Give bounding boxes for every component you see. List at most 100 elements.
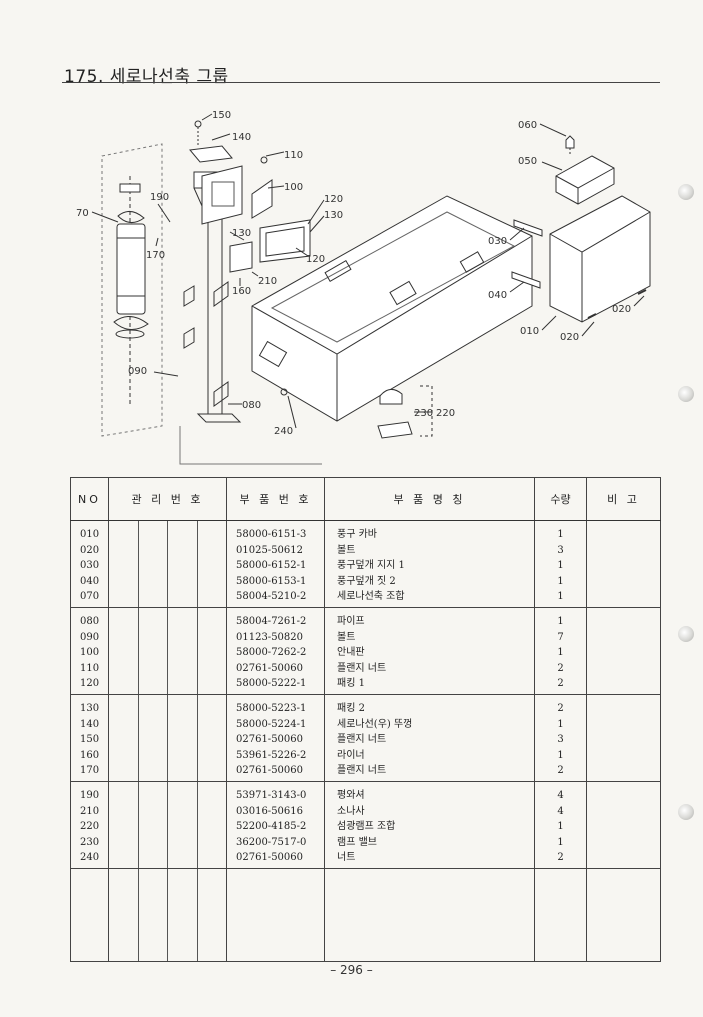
callout-210: 210 xyxy=(258,276,277,287)
qty-cell: 3 xyxy=(557,734,564,745)
callout-060: 060 xyxy=(518,120,537,131)
callout-080: 080 xyxy=(242,400,261,411)
part-no-cell: 100 xyxy=(80,647,100,658)
table-row-group: 130 140 150 160 170 58000-5223-1 58000-5… xyxy=(70,694,661,782)
qty-cell: 4 xyxy=(557,805,564,817)
callout-130: 130 xyxy=(324,210,343,221)
part-number-cell: 03016-50616 xyxy=(236,805,304,817)
callout-100: 100 xyxy=(284,182,303,193)
qty-cell: 1 xyxy=(557,718,564,730)
callout-70: 70 xyxy=(76,208,89,219)
part-no-cell: 240 xyxy=(80,852,100,863)
part-name-cell: 소나사 xyxy=(337,805,365,817)
part-no-cell: 130 xyxy=(80,703,100,714)
table-row-group: 080 090 100 110 120 58004-7261-2 01123-5… xyxy=(70,607,661,695)
part-no-cell: 040 xyxy=(80,575,100,587)
exploded-view-diagram: 150 140 110 100 120 130 190 70 130 170 2… xyxy=(62,96,662,471)
part-number-cell: 52200-4185-2 xyxy=(236,821,307,832)
part-name-cell: 라이너 xyxy=(337,749,365,761)
callout-050: 050 xyxy=(518,156,537,167)
part-name-cell: 볼트 xyxy=(337,631,356,643)
qty-cell: 1 xyxy=(557,529,564,540)
callout-110: 110 xyxy=(284,150,303,161)
part-no-cell: 080 xyxy=(80,616,100,627)
part-name-cell: 볼트 xyxy=(337,544,356,556)
part-name-cell: 플랜지 너트 xyxy=(337,662,387,674)
binder-hole-icon xyxy=(678,184,694,200)
qty-cell: 1 xyxy=(557,821,564,832)
part-name-cell: 패킹 1 xyxy=(337,678,365,689)
part-no-cell: 210 xyxy=(80,805,100,817)
part-no-cell: 110 xyxy=(80,662,100,674)
part-name-cell: 너트 xyxy=(337,852,356,863)
mgmt-subcolumns xyxy=(109,695,226,781)
title-underline xyxy=(62,82,660,83)
callout-230: 230 xyxy=(414,408,433,419)
part-name-cell: 플랜지 너트 xyxy=(337,765,387,776)
blank-cell xyxy=(226,868,325,962)
header-mgmt-no: 관 리 번 호 xyxy=(108,477,227,521)
blank-cell xyxy=(586,868,661,962)
table-row-group: 190 210 220 230 240 53971-3143-0 03016-5… xyxy=(70,781,661,869)
parts-table: NO 관 리 번 호 부 품 번 호 부 품 명 칭 수량 비 고 010 02… xyxy=(70,477,661,962)
part-no-cell: 220 xyxy=(80,821,100,832)
part-name-cell: 플랜지 너트 xyxy=(337,734,387,745)
callout-030: 030 xyxy=(488,236,507,247)
qty-cell: 1 xyxy=(557,560,564,571)
header-no: NO xyxy=(70,477,109,521)
blank-cell xyxy=(324,868,535,962)
part-name-cell: 파이프 xyxy=(337,616,365,627)
header-note: 비 고 xyxy=(586,477,661,521)
table-row-blank xyxy=(70,868,661,962)
qty-cell: 2 xyxy=(557,852,564,863)
part-number-cell: 02761-50060 xyxy=(236,765,304,776)
note-cell xyxy=(586,781,661,869)
part-number-cell: 01123-50820 xyxy=(236,631,304,643)
qty-cell: 2 xyxy=(557,703,564,714)
part-no-cell: 160 xyxy=(80,749,100,761)
part-number-cell: 58000-6151-3 xyxy=(236,529,307,540)
part-number-cell: 58004-5210-2 xyxy=(236,591,307,602)
callout-020-b: 020 xyxy=(612,304,631,315)
part-name-cell: 섬광램프 조합 xyxy=(337,821,396,832)
part-name-cell: 패킹 2 xyxy=(337,703,365,714)
part-no-cell: 140 xyxy=(80,718,100,730)
callout-160: 160 xyxy=(232,286,251,297)
note-cell xyxy=(586,694,661,782)
part-number-cell: 58000-5224-1 xyxy=(236,718,307,730)
callout-040: 040 xyxy=(488,290,507,301)
qty-cell: 3 xyxy=(557,544,564,556)
page-number: – 296 – xyxy=(330,963,373,977)
callout-120: 120 xyxy=(324,194,343,205)
part-no-cell: 170 xyxy=(80,765,100,776)
page-title: 175. 세로나선축 그룹 xyxy=(64,67,229,87)
part-number-cell: 58000-5222-1 xyxy=(236,678,307,689)
table-header-row: NO 관 리 번 호 부 품 번 호 부 품 명 칭 수량 비 고 xyxy=(70,477,661,521)
part-number-cell: 02761-50060 xyxy=(236,852,304,863)
header-qty: 수량 xyxy=(534,477,587,521)
part-name-cell: 평와셔 xyxy=(337,790,365,801)
callout-190: 190 xyxy=(150,192,169,203)
blank-cell xyxy=(70,868,109,962)
callout-120-b: 120 xyxy=(306,254,325,265)
part-name-cell: 세로나선(우) 뚜껑 xyxy=(337,718,413,730)
qty-cell: 1 xyxy=(557,647,564,658)
part-no-cell: 230 xyxy=(80,836,100,848)
callout-130-b: 130 xyxy=(232,228,251,239)
blank-cell xyxy=(108,868,227,962)
header-part-no: 부 품 번 호 xyxy=(226,477,325,521)
qty-cell: 1 xyxy=(557,836,564,848)
callout-010: 010 xyxy=(520,326,539,337)
qty-cell: 1 xyxy=(557,575,564,587)
part-no-cell: 030 xyxy=(80,560,100,571)
part-no-cell: 070 xyxy=(80,591,100,602)
part-name-cell: 풍구 카바 xyxy=(337,529,377,540)
qty-cell: 2 xyxy=(557,662,564,674)
qty-cell: 7 xyxy=(557,631,564,643)
binder-hole-icon xyxy=(678,386,694,402)
part-no-cell: 090 xyxy=(80,631,100,643)
header-part-name: 부 품 명 칭 xyxy=(324,477,535,521)
part-number-cell: 58000-6153-1 xyxy=(236,575,307,587)
callout-220: 220 xyxy=(436,408,455,419)
